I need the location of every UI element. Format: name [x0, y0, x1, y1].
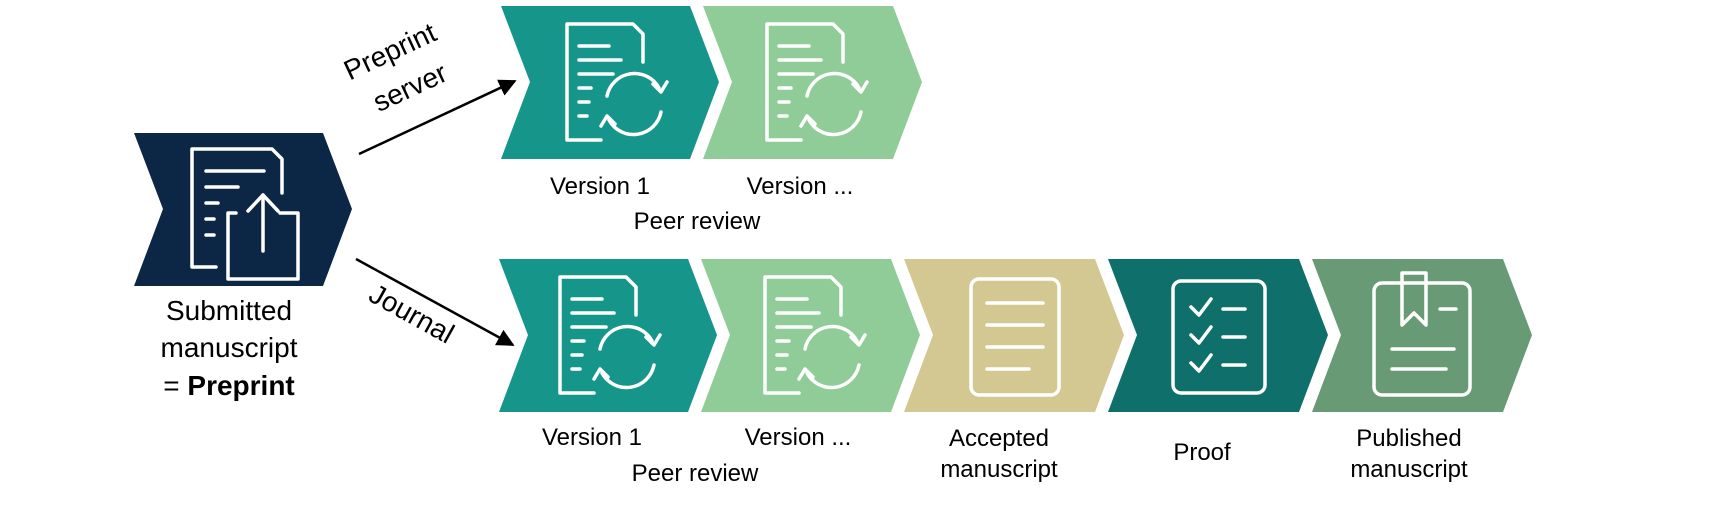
- source-chevron: [134, 133, 352, 286]
- journal-stage-version-n-label: Version ...: [745, 424, 852, 451]
- journal-stage-proof: [1108, 259, 1328, 412]
- journal-stage-accepted-label-line1: Accepted: [949, 425, 1049, 452]
- source-label-line3: = Preprint: [163, 370, 295, 401]
- source-node: Submitted manuscript = Preprint: [134, 133, 352, 401]
- journal-peer-review-label: Peer review: [632, 460, 759, 487]
- source-label-line2: manuscript: [161, 332, 298, 363]
- journal-stage-published-label-line2: manuscript: [1350, 456, 1468, 483]
- journal-stage-published-label-line1: Published: [1356, 425, 1461, 452]
- preprint-stage-version-n-label: Version ...: [747, 173, 854, 200]
- preprint-stage-version-1: [501, 6, 719, 159]
- source-label-prefix: =: [163, 370, 187, 401]
- journal-stage-proof-label: Proof: [1173, 439, 1231, 466]
- source-label-bold: Preprint: [187, 370, 294, 401]
- journal-arrow: [355, 257, 515, 347]
- journal-row: Version 1 Version ... Accepted manuscrip…: [499, 259, 1532, 487]
- source-label-line1: Submitted: [166, 295, 292, 326]
- preprint-peer-review-label: Peer review: [634, 208, 761, 235]
- preprint-server-arrow: [358, 79, 517, 156]
- journal-stage-accepted-label-line2: manuscript: [940, 456, 1058, 483]
- journal-stage-accepted: [904, 259, 1124, 412]
- journal-stage-published: [1312, 259, 1532, 412]
- journal-stage-version-1-label: Version 1: [542, 424, 642, 451]
- preprint-stage-version-1-label: Version 1: [550, 173, 650, 200]
- preprint-row: Version 1 Version ... Peer review: [501, 6, 922, 235]
